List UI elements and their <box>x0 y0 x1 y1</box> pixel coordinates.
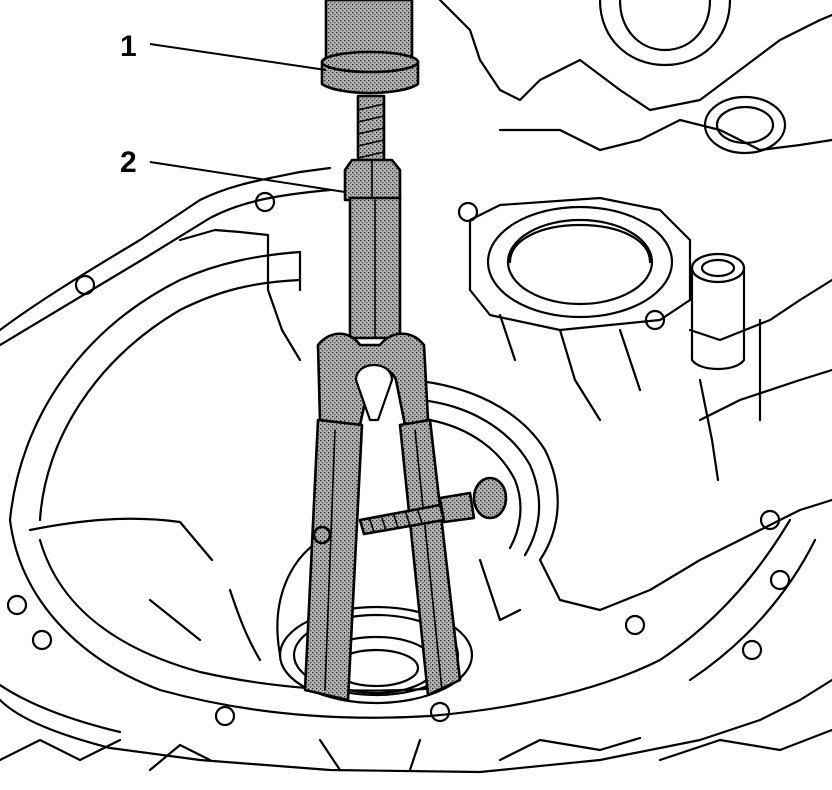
bearing-puller <box>303 332 508 702</box>
hex-adapter <box>343 158 402 340</box>
transmission-housing <box>0 0 832 774</box>
callout-1: 1 <box>120 30 137 63</box>
callout-2: 2 <box>120 146 137 179</box>
leader-line-1 <box>149 43 327 71</box>
slide-hammer <box>320 0 420 166</box>
leader-line-2 <box>149 161 346 193</box>
